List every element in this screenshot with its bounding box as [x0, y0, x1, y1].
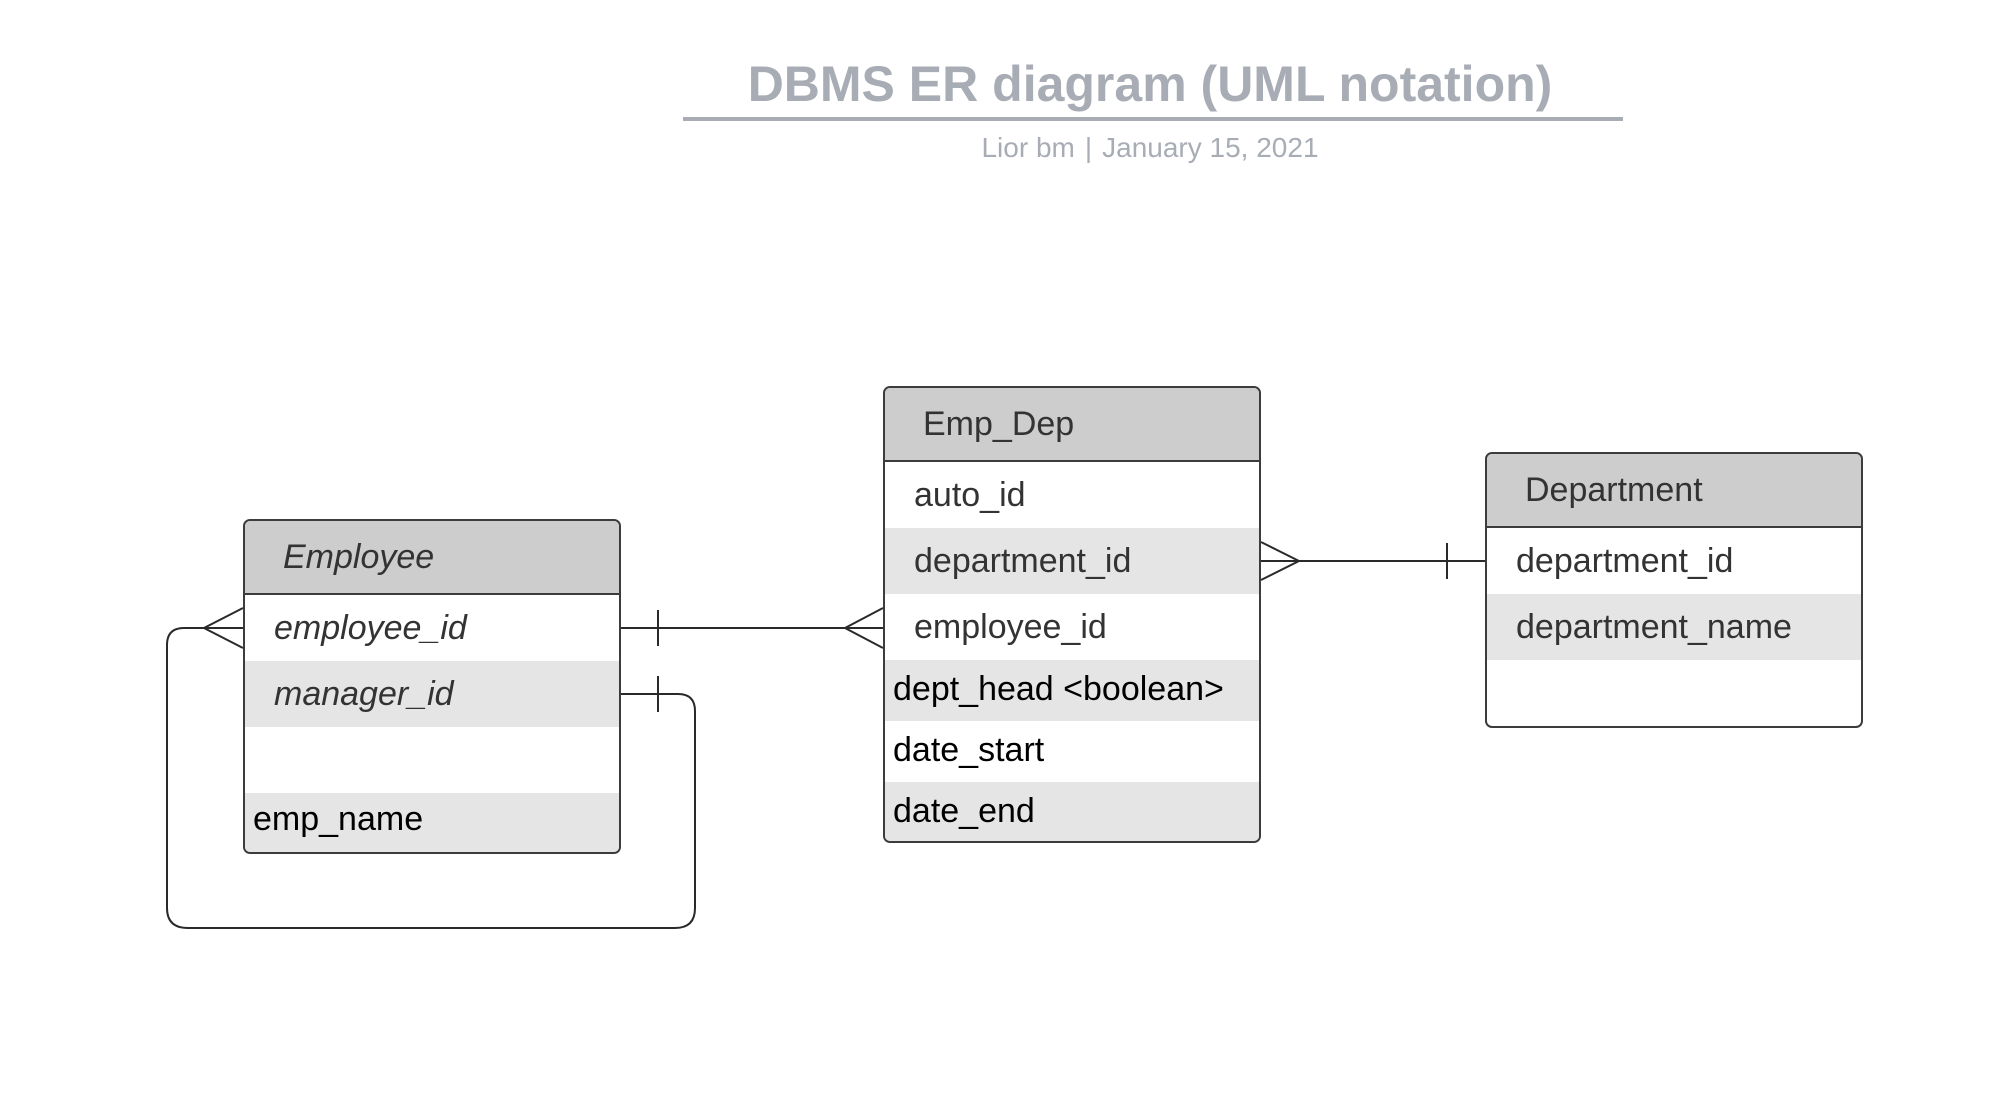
emp-dep-field-employee-id: employee_id	[914, 608, 1107, 646]
department-entity-header: Department	[1487, 454, 1861, 528]
diagram-subtitle: Lior bm | January 15, 2021	[680, 128, 1620, 168]
diagram-date: January 15, 2021	[1102, 132, 1319, 163]
subtitle-separator: |	[1084, 132, 1093, 163]
author-name: Lior bm	[981, 132, 1075, 163]
emp-dep-entity-header: Emp_Dep	[885, 388, 1259, 462]
empdep-dept-crowfoot	[1260, 541, 1302, 581]
diagram-title: DBMS ER diagram (UML notation)	[747, 56, 1553, 112]
emp-dep-field-date-start: date_start	[893, 731, 1045, 769]
empdep-crowfoot	[842, 607, 884, 649]
employee-self-crowfoot	[201, 607, 244, 649]
department-field-empty	[1487, 660, 1861, 726]
department-entity[interactable]: Department department_id department_name	[1485, 452, 1863, 728]
employee-field-empty	[245, 727, 619, 793]
employee-field-employee-id: employee_id	[274, 609, 467, 647]
emp-dep-field-date-end: date_end	[885, 782, 1259, 841]
employee-field-manager-id: manager_id	[245, 661, 619, 727]
department-field-department-id: department_id	[1516, 542, 1734, 580]
emp-dep-field-dept-head: dept_head <boolean>	[885, 660, 1259, 721]
employee-entity[interactable]: Employee employee_id manager_id emp_name	[243, 519, 621, 854]
title-underline	[683, 117, 1623, 121]
employee-entity-header: Employee	[245, 521, 619, 595]
department-field-department-name: department_name	[1487, 594, 1861, 660]
emp-dep-field-auto-id: auto_id	[914, 476, 1026, 514]
emp-dep-entity[interactable]: Emp_Dep auto_id department_id employee_i…	[883, 386, 1261, 843]
emp-dep-field-department-id: department_id	[885, 528, 1259, 594]
self-reference-line	[166, 627, 696, 929]
employee-field-emp-name: emp_name	[245, 793, 619, 852]
